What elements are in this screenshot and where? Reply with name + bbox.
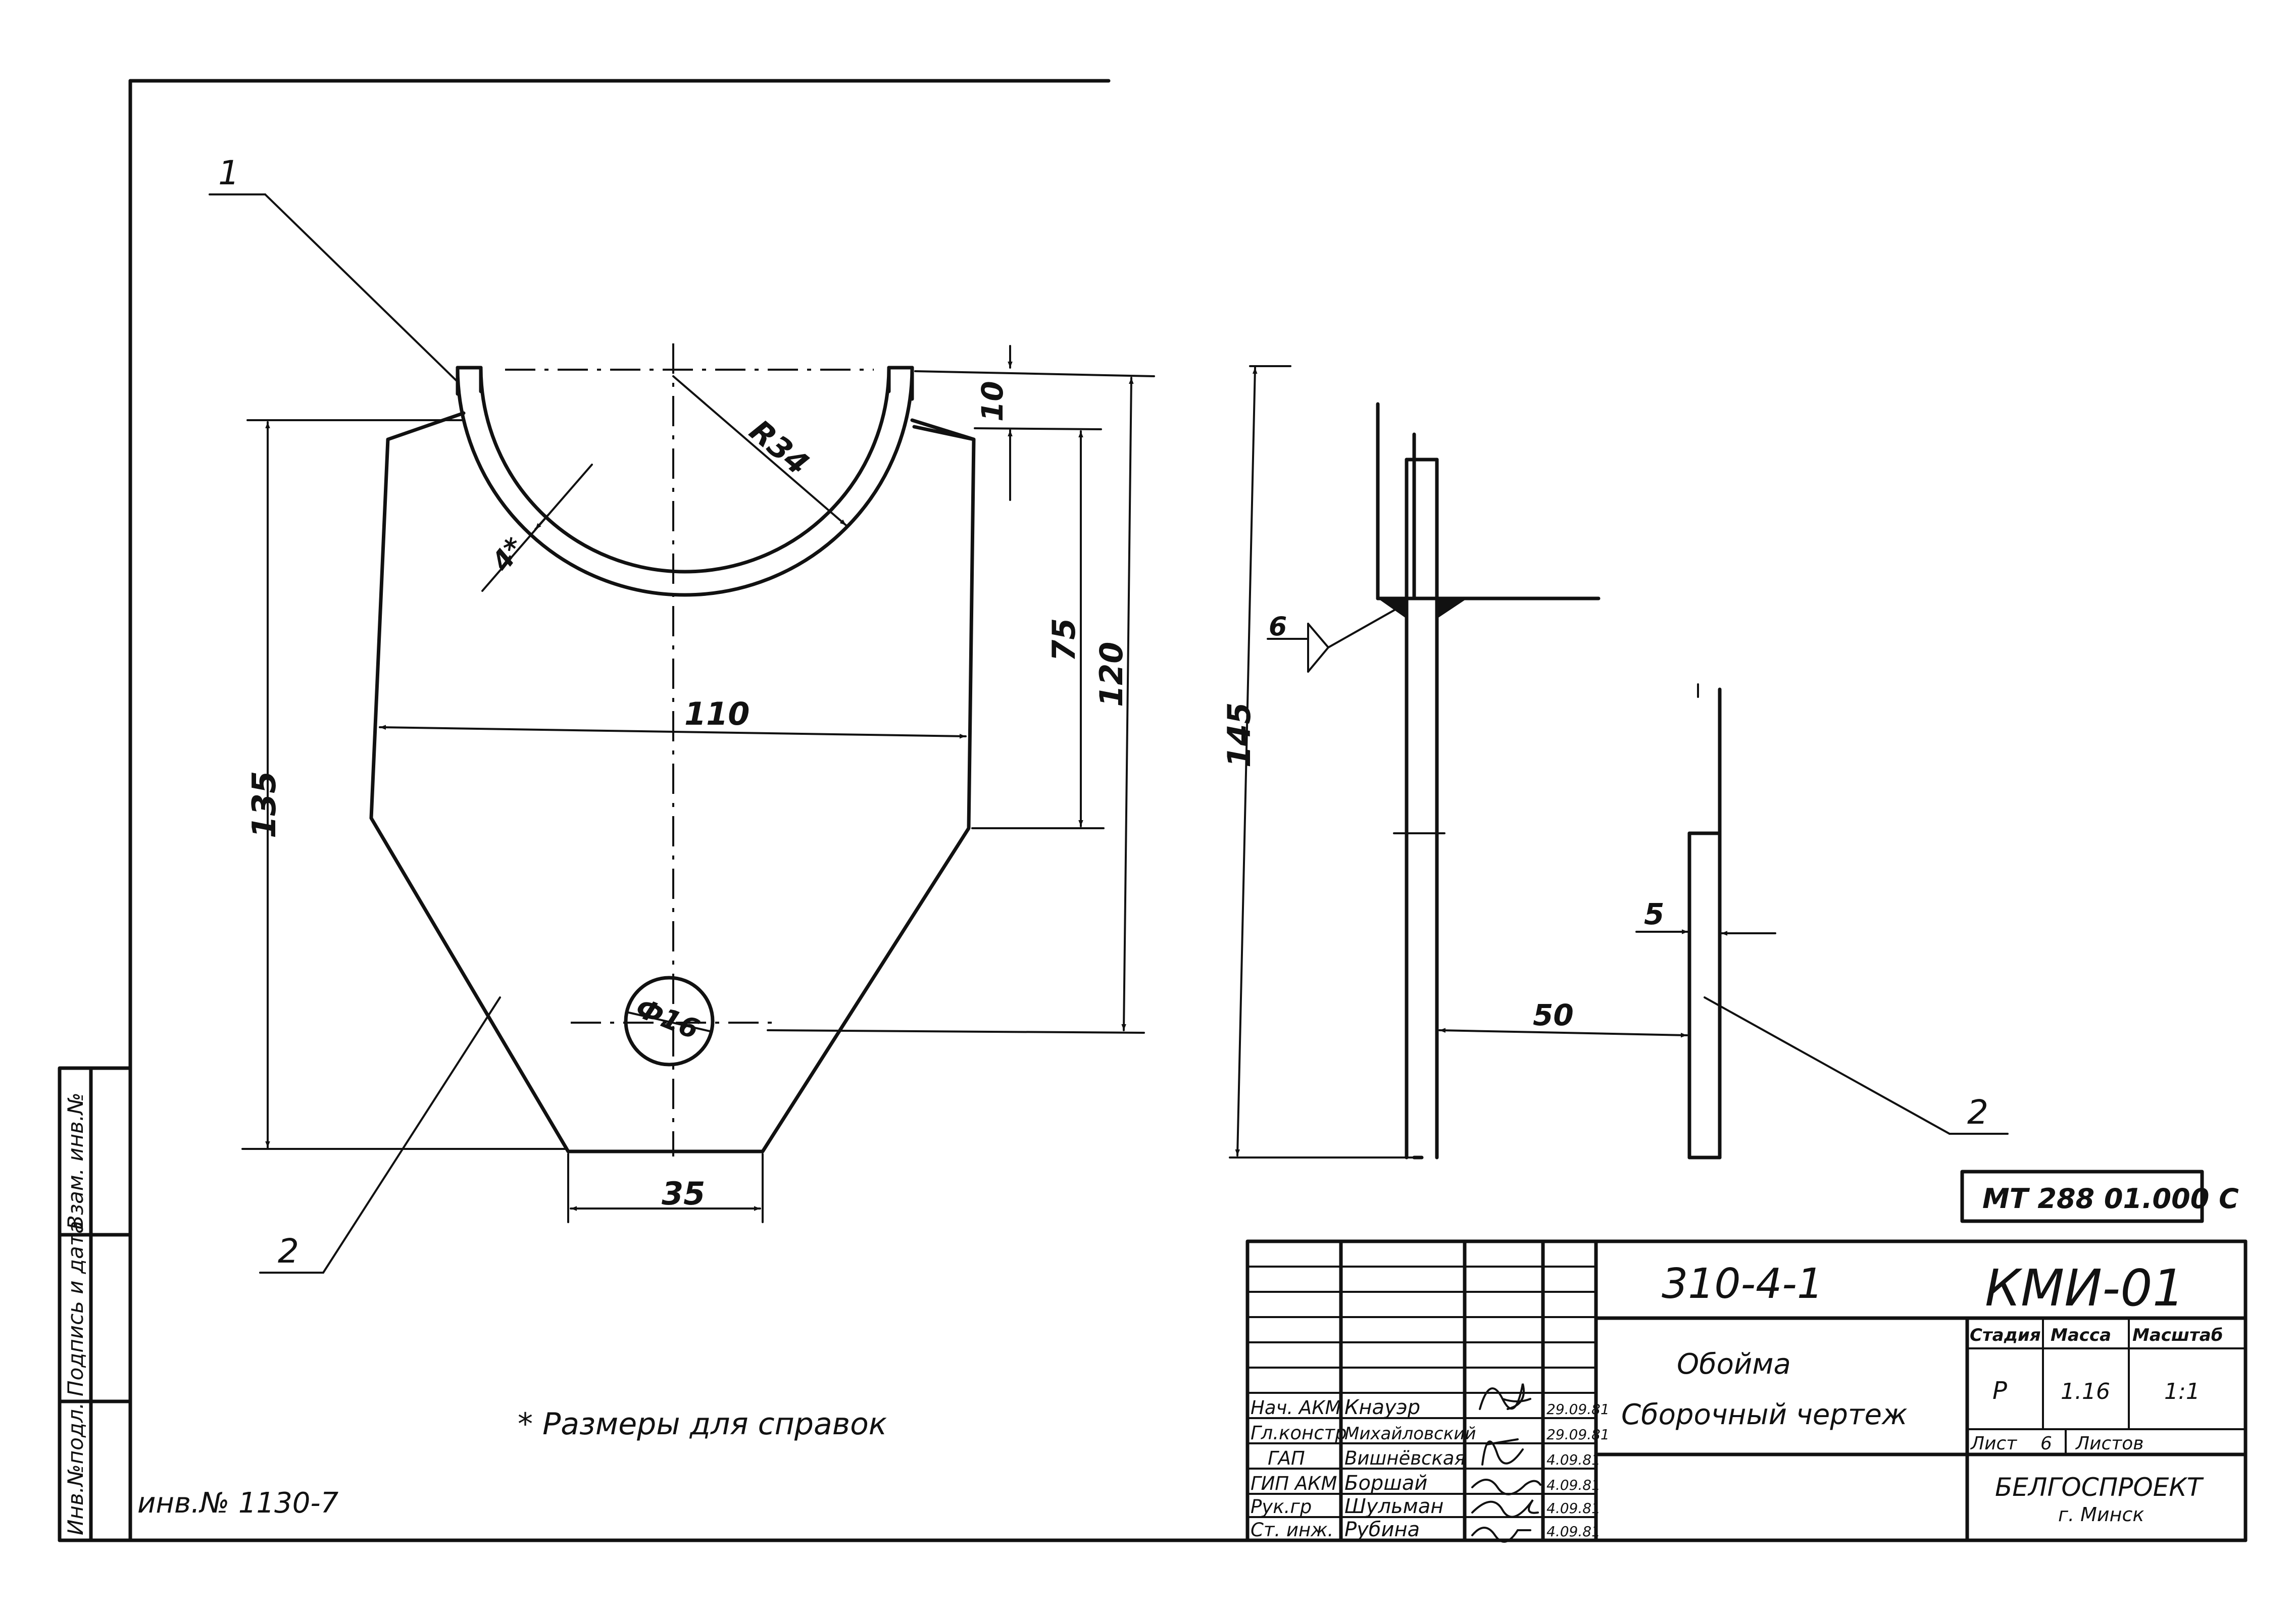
staff-date-2: 29.09.81: [1546, 1426, 1610, 1443]
side-strip: Инв.№подл. Подпись и дата Взам. инв.№: [58, 1066, 132, 1542]
side-view: 145 6 5 50 2: [1221, 365, 2009, 1160]
dim-hole: Ф16: [631, 992, 704, 1046]
front-view: Ф16 R34 4* 110 135 35 10 75 120: [209, 154, 1155, 1274]
series-number: 310-4-1: [1662, 1260, 1823, 1308]
header-stage: Стадия: [1970, 1325, 2041, 1345]
value-mass: 1.16: [2061, 1379, 2110, 1404]
dim-side-height: 145: [1221, 702, 1258, 768]
sheet-number: 6: [2040, 1433, 2052, 1454]
staff-name-4: Боршай: [1344, 1472, 1427, 1495]
dim-side-height-line: [1235, 367, 1258, 1156]
reference-note: * Размеры для справок: [518, 1406, 887, 1442]
drawing-name: Обойма: [1677, 1348, 1791, 1381]
sheet-label: Лист: [1970, 1433, 2017, 1454]
inventory-number: инв.№ 1130-7: [137, 1487, 339, 1520]
dim-thickness: 4*: [485, 531, 531, 577]
staff-role-6: Ст. инж.: [1251, 1519, 1333, 1541]
sheet-frame: [58, 79, 2248, 1542]
staff-role-4: ГИП АКМ: [1251, 1473, 1337, 1494]
dim-width: 110: [684, 695, 750, 732]
staff-date-6: 4.09.81: [1546, 1523, 1601, 1540]
dim-weld-leg: 6: [1269, 612, 1287, 642]
dim-overall-height: 120: [1093, 642, 1130, 707]
header-scale: Масштаб: [2132, 1325, 2223, 1345]
callout-part-2-right: 2: [1967, 1093, 1988, 1132]
staff-date-5: 4.09.81: [1546, 1500, 1601, 1517]
clamp-half-ring: [456, 366, 914, 597]
drawing-code: КМИ-01: [1985, 1259, 2184, 1318]
dim-bottom-width: 35: [662, 1175, 705, 1212]
base-plate: [369, 411, 976, 1153]
side-label-inv: Инв.№подл.: [63, 1402, 88, 1535]
staff-role-3: ГАП: [1268, 1447, 1305, 1469]
callout-part-1: 1: [218, 154, 239, 192]
organization-name: БЕЛГОСПРОЕКТ: [1995, 1473, 2204, 1502]
staff-name-5: Шульман: [1344, 1495, 1443, 1518]
hole-circle: [624, 976, 715, 1067]
dim-height-left: 135: [246, 771, 283, 838]
value-scale: 1:1: [2164, 1379, 2200, 1404]
dim-offset-line: [1438, 1028, 1688, 1038]
title-block: Нач. АКМ Кнауэр 29.09.81 Гл.констр Михай…: [1245, 1239, 2248, 1543]
staff-role-1: Нач. АКМ: [1251, 1397, 1341, 1419]
staff-date-1: 29.09.81: [1546, 1401, 1610, 1418]
staff-name-6: Рубина: [1344, 1518, 1420, 1541]
callout-part-2-left: 2: [278, 1232, 299, 1271]
reference-code-box: [1960, 1170, 2204, 1223]
staff-name-2: Михайловский: [1344, 1424, 1476, 1444]
staff-role-2: Гл.констр: [1251, 1422, 1347, 1444]
staff-name-3: Вишнёвская: [1344, 1447, 1466, 1469]
dim-radius-line: [672, 375, 847, 526]
dim-overall-height-line: [1121, 377, 1134, 1031]
staff-role-5: Рук.гр: [1251, 1496, 1312, 1518]
header-mass: Масса: [2051, 1325, 2111, 1345]
dim-offset: 50: [1533, 998, 1574, 1032]
side-label-replace: Взам. инв.№: [63, 1092, 88, 1230]
staff-date-3: 4.09.81: [1546, 1451, 1601, 1468]
dim-inner-height: 75: [1045, 618, 1082, 662]
sheets-label: Листов: [2075, 1433, 2143, 1454]
reference-code: МТ 288 01.000 С: [1982, 1183, 2239, 1215]
dim-radius: R34: [742, 413, 815, 482]
value-stage: Р: [1992, 1377, 2007, 1405]
signatures: [1471, 1383, 1541, 1543]
organization-city: г. Минск: [2058, 1503, 2144, 1526]
side-label-sign: Подпись и дата: [63, 1221, 88, 1396]
drawing-type: Сборочный чертеж: [1621, 1398, 1907, 1431]
dim-plate-thickness: 5: [1644, 897, 1664, 931]
dim-width-line: [379, 725, 967, 739]
staff-date-4: 4.09.81: [1546, 1477, 1601, 1493]
staff-name-1: Кнауэр: [1344, 1396, 1420, 1419]
dim-top-offset: 10: [975, 381, 1010, 422]
